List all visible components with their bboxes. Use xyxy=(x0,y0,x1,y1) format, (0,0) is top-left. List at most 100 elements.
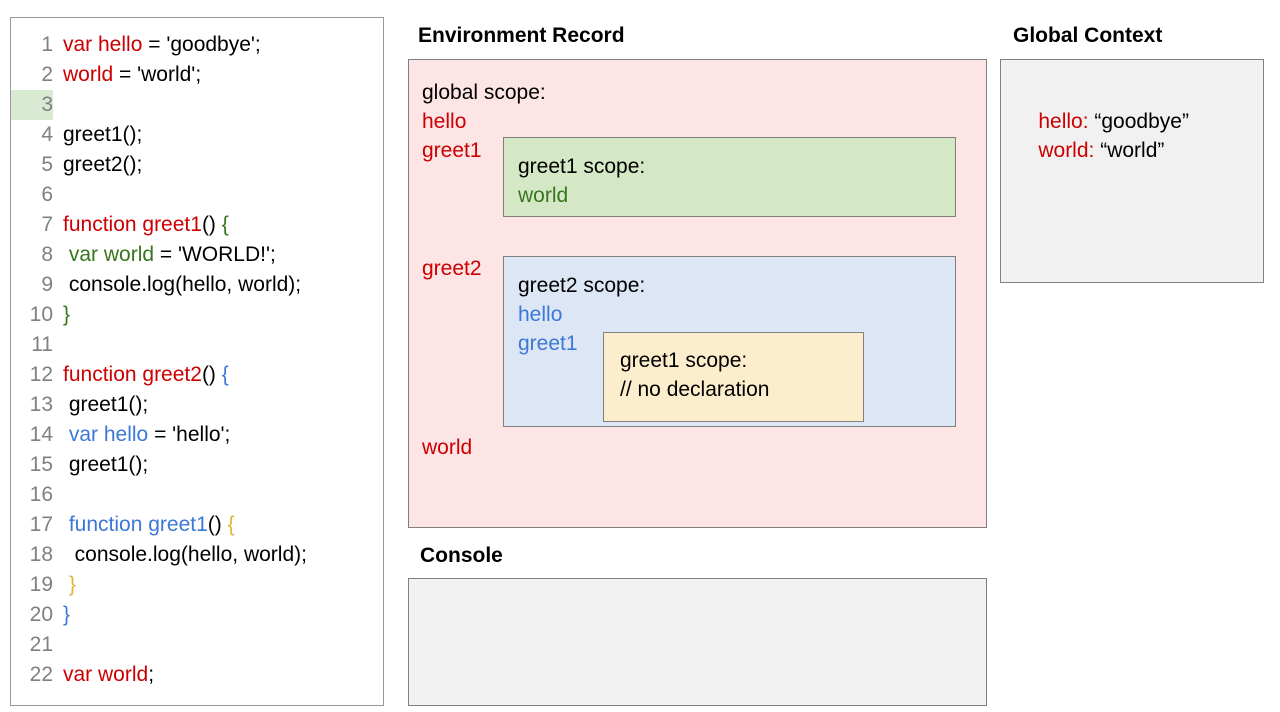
line-number: 5 xyxy=(41,153,53,176)
line-number: 17 xyxy=(29,513,53,536)
console-output xyxy=(409,579,986,599)
line-number: 12 xyxy=(29,363,53,386)
code-line-text: console.log(hello, world); xyxy=(53,270,301,300)
line-number: 15 xyxy=(29,453,53,476)
line-number: 22 xyxy=(29,663,53,686)
global-context-key: hello: xyxy=(1038,110,1089,133)
greet1-scope-binding-world: world xyxy=(518,184,569,207)
code-token: = 'goodbye'; xyxy=(142,33,261,56)
line-number: 14 xyxy=(29,423,53,446)
global-context-value: “goodbye” xyxy=(1088,110,1189,133)
code-line-text: greet2(); xyxy=(53,150,142,180)
code-line-text: console.log(hello, world); xyxy=(53,540,307,570)
code-token: { xyxy=(221,213,229,236)
code-line[interactable]: 19 } xyxy=(11,570,383,600)
line-number: 21 xyxy=(29,633,53,656)
global-binding-greet2: greet2 xyxy=(422,257,482,280)
code-token: { xyxy=(227,513,235,536)
code-line[interactable]: 18 console.log(hello, world); xyxy=(11,540,383,570)
code-token: var world xyxy=(68,243,155,266)
code-line-text: } xyxy=(53,570,76,600)
line-number: 6 xyxy=(41,183,53,206)
line-number: 19 xyxy=(29,573,53,596)
line-number: 20 xyxy=(29,603,53,626)
code-line[interactable]: 13 greet1(); xyxy=(11,390,383,420)
code-line-text: greet1(); xyxy=(53,450,148,480)
code-line[interactable]: 20} xyxy=(11,600,383,630)
nested-greet1-scope-heading: greet1 scope: xyxy=(620,349,748,372)
code-token: greet1(); xyxy=(63,393,149,416)
global-context-panel: hello: “goodbye” world: “world” xyxy=(1000,59,1264,283)
code-token: } xyxy=(68,573,76,596)
environment-record-title: Environment Record xyxy=(418,24,625,47)
code-token: greet1(); xyxy=(63,453,149,476)
code-token: world xyxy=(63,63,114,86)
code-line[interactable]: 3 xyxy=(11,90,383,120)
code-token: function greet2 xyxy=(63,363,202,386)
code-line[interactable]: 14 var hello = 'hello'; xyxy=(11,420,383,450)
code-line-text: greet1(); xyxy=(53,390,148,420)
code-token: var hello xyxy=(63,33,143,56)
code-line[interactable]: 10} xyxy=(11,300,383,330)
line-number: 18 xyxy=(29,543,53,566)
code-line-text: function greet1() { xyxy=(53,510,235,540)
greet1-scope-box: greet1 scope: world xyxy=(503,137,956,217)
global-context-key: world: xyxy=(1038,139,1095,162)
code-token: () xyxy=(207,513,228,536)
global-context-value: “world” xyxy=(1094,139,1165,162)
code-line[interactable]: 8 var world = 'WORLD!'; xyxy=(11,240,383,270)
code-line[interactable]: 9 console.log(hello, world); xyxy=(11,270,383,300)
line-number: 2 xyxy=(41,63,53,86)
line-number: 1 xyxy=(41,33,53,56)
line-number: 13 xyxy=(29,393,53,416)
line-number: 7 xyxy=(41,213,53,236)
greet2-scope-heading: greet2 scope: xyxy=(518,274,646,297)
code-line-text: function greet1() { xyxy=(53,210,229,240)
code-line-text: greet1(); xyxy=(53,120,142,150)
line-number: 16 xyxy=(29,483,53,506)
code-line-text: var world = 'WORLD!'; xyxy=(53,240,276,270)
code-token: = 'hello'; xyxy=(148,423,231,446)
code-line-text: var hello = 'goodbye'; xyxy=(53,30,261,60)
code-token: var hello xyxy=(68,423,149,446)
line-number: 8 xyxy=(41,243,53,266)
code-line[interactable]: 15 greet1(); xyxy=(11,450,383,480)
code-line[interactable]: 21 xyxy=(11,630,383,660)
code-token: ; xyxy=(148,663,155,686)
code-token: { xyxy=(221,363,229,386)
code-line[interactable]: 17 function greet1() { xyxy=(11,510,383,540)
line-number: 3 xyxy=(11,90,53,120)
nested-greet1-scope-box: greet1 scope: // no declaration xyxy=(603,332,864,422)
code-line-text: var world; xyxy=(53,660,154,690)
global-binding-hello: hello xyxy=(422,110,467,133)
code-line[interactable]: 11 xyxy=(11,330,383,360)
code-token: = 'WORLD!'; xyxy=(154,243,276,266)
code-line[interactable]: 6 xyxy=(11,180,383,210)
code-line[interactable]: 16 xyxy=(11,480,383,510)
code-token: console.log(hello, world); xyxy=(63,543,307,566)
global-scope-box: global scope: hello greet1 greet2 world … xyxy=(408,59,987,528)
global-context-row: world: “world” xyxy=(1015,106,1164,196)
greet2-scope-box: greet2 scope: hello greet1 greet1 scope:… xyxy=(503,256,956,427)
global-binding-world: world xyxy=(422,436,473,459)
line-number: 11 xyxy=(31,333,53,356)
code-token: function greet1 xyxy=(63,213,202,236)
code-token: } xyxy=(63,603,71,626)
nested-greet1-scope-note: // no declaration xyxy=(620,378,770,401)
global-binding-greet1: greet1 xyxy=(422,139,482,162)
global-context-title: Global Context xyxy=(1013,24,1163,47)
code-token: greet1(); xyxy=(63,123,143,146)
line-number: 9 xyxy=(41,273,53,296)
greet2-scope-binding-greet1: greet1 xyxy=(518,332,578,355)
code-line-text: world = 'world'; xyxy=(53,60,201,90)
console-panel[interactable] xyxy=(408,578,987,706)
